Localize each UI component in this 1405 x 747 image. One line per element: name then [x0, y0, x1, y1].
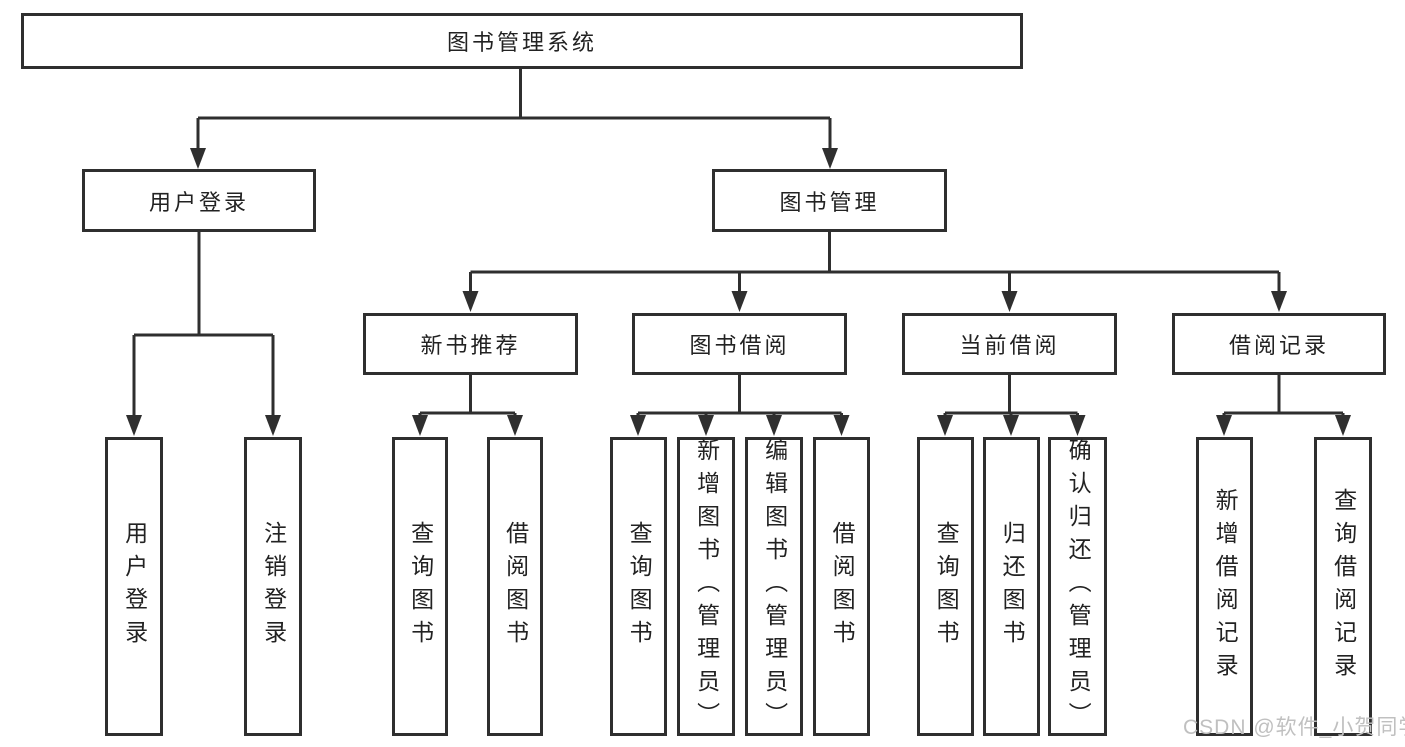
node-label: 用户登录 [148, 189, 249, 215]
leaf-return-book: 归还图书 [983, 437, 1040, 736]
leaf-borrow-books-borrowing: 借阅图书 [813, 437, 870, 736]
leaf-label: 注销登录 [260, 520, 287, 653]
leaf-label: 借阅图书 [502, 520, 529, 653]
leaf-logout: 注销登录 [244, 437, 302, 736]
leaf-borrow-books-recommend: 借阅图书 [487, 437, 543, 736]
leaf-query-books-recommend: 查询图书 [392, 437, 448, 736]
node-new-book-recommendation: 新书推荐 [363, 313, 578, 375]
node-label: 图书管理 [779, 189, 880, 215]
node-book-borrowing: 图书借阅 [632, 313, 847, 375]
leaf-label: 新增借阅记录 [1212, 487, 1239, 686]
node-current-borrowing: 当前借阅 [902, 313, 1117, 375]
node-label: 新书推荐 [420, 333, 521, 358]
leaf-query-books-current: 查询图书 [917, 437, 974, 736]
leaf-query-borrow-record: 查询借阅记录 [1314, 437, 1372, 736]
node-user-login: 用户登录 [82, 169, 316, 232]
leaf-label: 用户登录 [121, 520, 148, 653]
leaf-add-borrow-record: 新增借阅记录 [1196, 437, 1253, 736]
leaf-confirm-return-admin: 确认归还（管理员） [1048, 437, 1107, 736]
leaf-label: 编辑图书（管理员） [761, 438, 788, 735]
leaf-user-login: 用户登录 [105, 437, 163, 736]
leaf-label: 查询图书 [626, 520, 653, 653]
leaf-query-books-borrowing: 查询图书 [610, 437, 667, 736]
leaf-label: 查询借阅记录 [1330, 487, 1357, 686]
node-book-management: 图书管理 [712, 169, 947, 232]
node-library-management-system: 图书管理系统 [21, 13, 1023, 69]
leaf-label: 归还图书 [999, 520, 1026, 653]
node-borrowing-records: 借阅记录 [1172, 313, 1386, 375]
node-label: 图书借阅 [689, 333, 790, 358]
leaf-label: 借阅图书 [829, 520, 856, 653]
leaf-label: 新增图书（管理员） [693, 438, 720, 735]
node-label: 图书管理系统 [446, 30, 597, 55]
leaf-label: 查询图书 [407, 520, 434, 653]
leaf-label: 确认归还（管理员） [1065, 438, 1092, 735]
node-label: 借阅记录 [1228, 333, 1329, 358]
leaf-edit-book-admin: 编辑图书（管理员） [745, 437, 803, 736]
csdn-watermark: CSDN @软件_小贺同学 [1183, 716, 1405, 739]
leaf-add-book-admin: 新增图书（管理员） [677, 437, 735, 736]
node-label: 当前借阅 [959, 333, 1060, 358]
leaf-label: 查询图书 [933, 520, 960, 653]
